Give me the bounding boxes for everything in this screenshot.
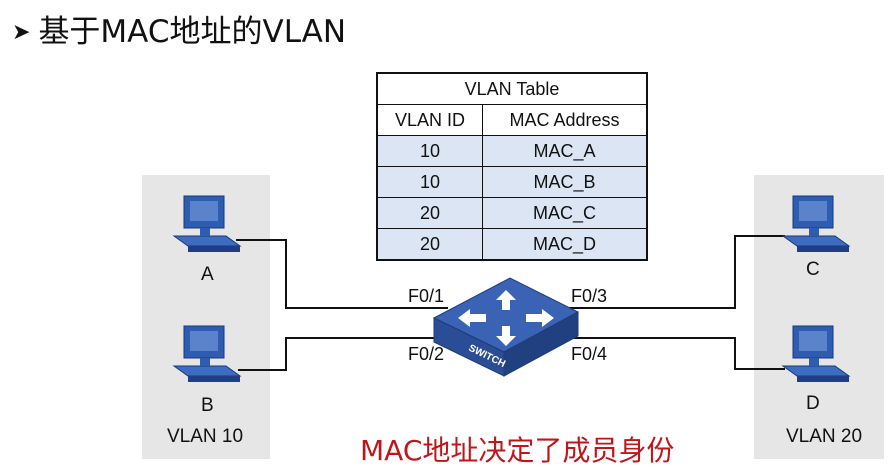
host-b-label: B bbox=[201, 395, 214, 416]
table-row: 10 MAC_B bbox=[376, 166, 648, 198]
host-d-label: D bbox=[806, 393, 820, 414]
host-c-label: C bbox=[806, 259, 820, 280]
cell-mac: MAC_D bbox=[481, 228, 648, 261]
port-f03-label: F0/3 bbox=[571, 286, 608, 306]
link-a-f01 bbox=[236, 239, 448, 309]
port-f04-label: F0/4 bbox=[571, 344, 608, 364]
diagram-caption: MAC地址决定了成员身份 bbox=[360, 434, 675, 467]
port-f02-label: F0/2 bbox=[408, 344, 445, 364]
link-d-f04 bbox=[555, 337, 785, 370]
vlan20-label: VLAN 20 bbox=[786, 426, 863, 447]
table-row: 20 MAC_C bbox=[376, 197, 648, 229]
pc-a-icon bbox=[172, 195, 242, 252]
table-caption: VLAN Table bbox=[376, 72, 648, 105]
cell-vlan-id: 10 bbox=[376, 166, 483, 198]
slide-title-text: 基于MAC地址的VLAN bbox=[38, 14, 347, 50]
cell-mac: MAC_B bbox=[481, 166, 648, 198]
arrow-bullet-icon: ➤ bbox=[12, 20, 31, 45]
header-mac-address: MAC Address bbox=[481, 104, 648, 136]
pc-b-icon bbox=[172, 325, 242, 382]
slide-title: ➤ 基于MAC地址的VLAN bbox=[12, 6, 346, 51]
pc-d-icon bbox=[781, 325, 851, 382]
cell-mac: MAC_C bbox=[481, 197, 648, 229]
pc-c-icon bbox=[781, 195, 851, 252]
table-row: 10 MAC_A bbox=[376, 135, 648, 167]
vlan-table: VLAN Table VLAN ID MAC Address 10 MAC_A … bbox=[376, 72, 648, 261]
table-row: 20 MAC_D bbox=[376, 228, 648, 261]
cell-vlan-id: 20 bbox=[376, 197, 483, 229]
switch-icon: SWITCH bbox=[432, 277, 580, 377]
vlan10-label: VLAN 10 bbox=[167, 426, 244, 447]
host-a-label: A bbox=[201, 264, 214, 285]
link-b-f02 bbox=[238, 337, 448, 371]
cell-vlan-id: 20 bbox=[376, 228, 483, 261]
link-c-f03 bbox=[555, 235, 785, 309]
header-vlan-id: VLAN ID bbox=[376, 104, 483, 136]
port-f01-label: F0/1 bbox=[408, 286, 445, 306]
cell-vlan-id: 10 bbox=[376, 135, 483, 167]
cell-mac: MAC_A bbox=[481, 135, 648, 167]
